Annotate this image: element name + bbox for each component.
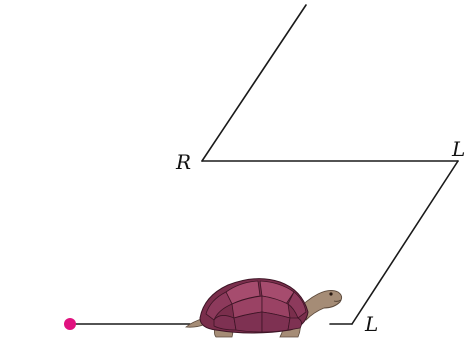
turn-label-left-top: L bbox=[451, 137, 465, 161]
shell-plate bbox=[287, 317, 302, 331]
path-segment-diagonal-lower bbox=[351, 160, 459, 325]
turtle-mouth bbox=[333, 299, 342, 302]
turn-label-left-bottom: L bbox=[364, 312, 378, 336]
start-point-dot bbox=[64, 318, 76, 330]
path-segment-diagonal-upper bbox=[201, 4, 307, 162]
turtle-eye bbox=[329, 292, 333, 296]
shell-plate bbox=[205, 291, 233, 321]
turn-label-right: R bbox=[175, 150, 191, 174]
shell-plate bbox=[213, 315, 237, 331]
turtle-icon bbox=[185, 278, 343, 338]
